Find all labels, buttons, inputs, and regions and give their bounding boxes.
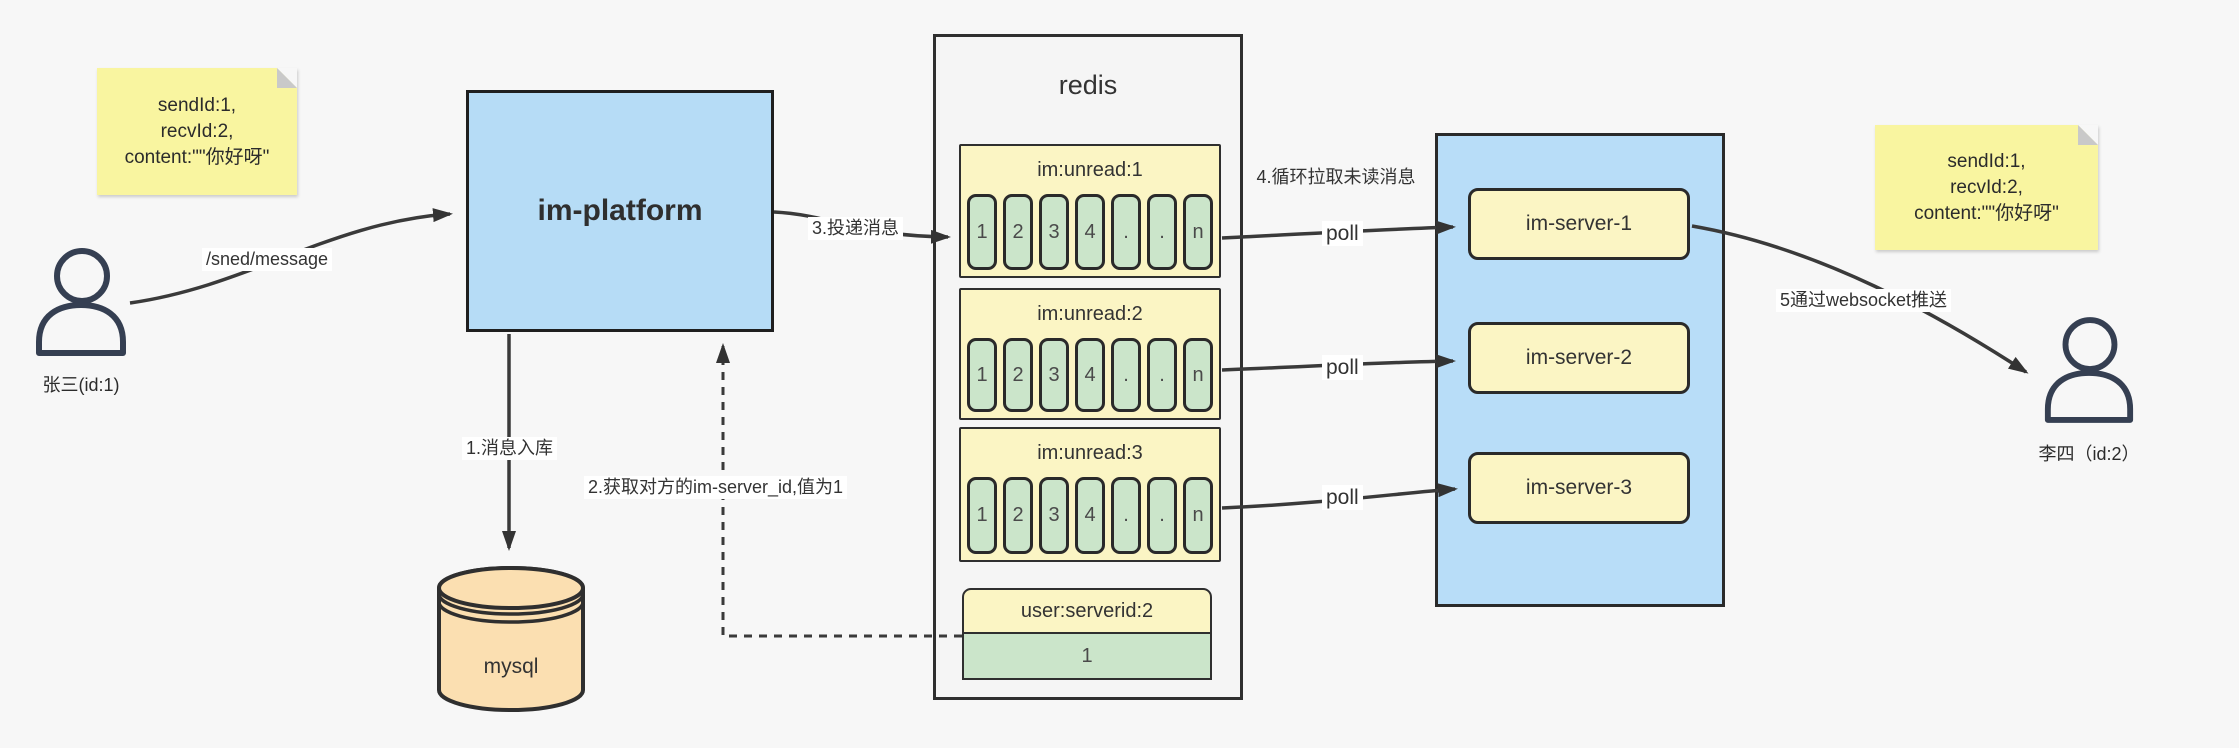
sender-label: 张三(id:1) [42, 375, 120, 395]
queue-cell: 2 [1003, 477, 1033, 554]
queue-cell: n [1183, 477, 1213, 554]
queue-cell: n [1183, 338, 1213, 412]
queue-header: im:unread:1 [1037, 158, 1143, 181]
sticky-note-right: sendId:1, recvId:2, content:""你好呀" [1875, 125, 2098, 250]
queue-cell: . [1147, 338, 1177, 412]
mysql-label: mysql [484, 655, 539, 678]
queue-cell: 1 [967, 477, 997, 554]
queue-header: im:unread:3 [1037, 441, 1143, 464]
poll-label-2: poll [1322, 355, 1363, 380]
queue-cell: n [1183, 194, 1213, 270]
note-line: sendId:1, [157, 94, 237, 116]
queue-cells: 1 2 3 4 . . n [967, 477, 1213, 554]
im-server-2-label: im-server-2 [1525, 346, 1633, 369]
redis-title: redis [1058, 70, 1118, 100]
step1-label: 1.消息入库 [462, 437, 558, 460]
queue-cell: 4 [1075, 477, 1105, 554]
step2-label: 2.获取对方的im-server_id,值为1 [584, 476, 848, 499]
kv-value: 1 [962, 634, 1212, 680]
note-line: content:""你好呀" [124, 146, 270, 168]
user-icon [2044, 317, 2134, 423]
queue-cell: 3 [1039, 338, 1069, 412]
receiver-label: 李四（id:2） [2038, 444, 2140, 464]
queue-cell: 4 [1075, 338, 1105, 412]
im-server-3-box: im-server-3 [1468, 452, 1690, 524]
queue-cell: . [1111, 194, 1141, 270]
queue-cell: 3 [1039, 194, 1069, 270]
im-platform-label: im-platform [537, 194, 703, 227]
queue-cell: 2 [1003, 194, 1033, 270]
queue-cell: . [1111, 338, 1141, 412]
queue-cell: . [1147, 477, 1177, 554]
note-line: content:""你好呀" [1914, 202, 2059, 224]
queue-cells: 1 2 3 4 . . n [967, 194, 1213, 270]
queue-cell: . [1111, 477, 1141, 554]
note-fold-corner-icon [2078, 125, 2098, 145]
kv-header: user:serverid:2 [962, 588, 1212, 634]
im-platform-box: im-platform [466, 90, 774, 332]
im-server-1-box: im-server-1 [1468, 188, 1690, 260]
sticky-note-left: sendId:1, recvId:2, content:""你好呀" [97, 68, 297, 195]
note-fold-corner-icon [277, 68, 297, 88]
queue-cell: 4 [1075, 194, 1105, 270]
send-api-label: /sned/message [202, 248, 333, 271]
poll-label-1: poll [1322, 221, 1363, 246]
step4-label: 4.循环拉取未读消息 [1256, 167, 1416, 187]
im-server-1-label: im-server-1 [1525, 212, 1633, 235]
im-server-2-box: im-server-2 [1468, 322, 1690, 394]
redis-user-serverid-box: user:serverid:2 1 [962, 588, 1212, 680]
mysql-database-icon: mysql [437, 566, 585, 712]
redis-queue-unread-2: im:unread:2 1 2 3 4 . . n [959, 288, 1221, 420]
step3-label: 3.投递消息 [808, 217, 904, 240]
queue-header: im:unread:2 [1037, 302, 1143, 325]
queue-cell: 1 [967, 194, 997, 270]
note-line: sendId:1, [1947, 150, 2026, 172]
queue-cell: . [1147, 194, 1177, 270]
im-server-3-label: im-server-3 [1525, 476, 1633, 499]
queue-cell: 1 [967, 338, 997, 412]
note-line: recvId:2, [1950, 176, 2023, 198]
redis-queue-unread-3: im:unread:3 1 2 3 4 . . n [959, 427, 1221, 562]
poll-label-3: poll [1322, 485, 1363, 510]
user-icon [36, 248, 126, 356]
redis-queue-unread-1: im:unread:1 1 2 3 4 . . n [959, 144, 1221, 278]
queue-cells: 1 2 3 4 . . n [967, 338, 1213, 412]
note-line: recvId:2, [160, 120, 234, 142]
queue-cell: 3 [1039, 477, 1069, 554]
queue-cell: 2 [1003, 338, 1033, 412]
step5-label: 5通过websocket推送 [1776, 289, 1952, 312]
